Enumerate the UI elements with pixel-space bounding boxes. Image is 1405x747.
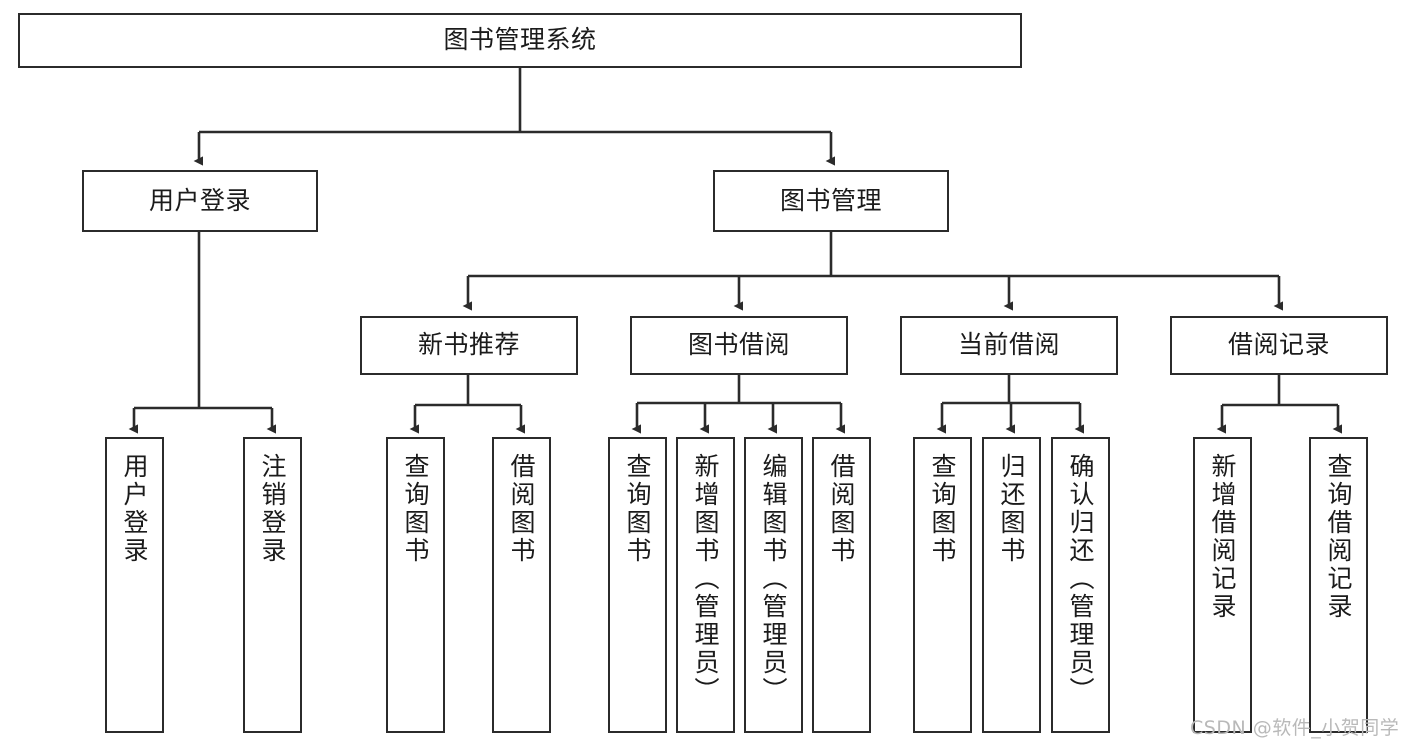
watermark-text: CSDN @软件_小贺同学 — [1190, 717, 1400, 739]
node-label: 归还图书 — [997, 453, 1026, 565]
node-leaf-query-book-borrow[interactable]: 查询图书 — [608, 437, 667, 733]
node-label: 借阅记录 — [1227, 330, 1330, 360]
node-label: 查询图书 — [401, 453, 430, 565]
node-leaf-borrow-book[interactable]: 借阅图书 — [812, 437, 871, 733]
node-label: 查询图书 — [928, 453, 957, 565]
node-leaf-add-borrow-record[interactable]: 新增借阅记录 — [1193, 437, 1252, 733]
node-book-management[interactable]: 图书管理 — [713, 170, 949, 232]
node-label: 图书管理 — [779, 185, 882, 215]
node-label: 借阅图书 — [507, 453, 536, 565]
node-label: 图书管理系统 — [443, 25, 597, 55]
node-label: 确认归还（管理员） — [1066, 453, 1095, 705]
node-current-borrow[interactable]: 当前借阅 — [900, 316, 1118, 375]
node-label: 查询借阅记录 — [1324, 453, 1353, 621]
node-leaf-add-book[interactable]: 新增图书（管理员） — [676, 437, 735, 733]
node-leaf-return-book[interactable]: 归还图书 — [982, 437, 1041, 733]
node-label: 新书推荐 — [417, 330, 520, 360]
node-leaf-logout-login[interactable]: 注销登录 — [243, 437, 302, 733]
node-leaf-query-book-recommend[interactable]: 查询图书 — [386, 437, 445, 733]
node-label: 当前借阅 — [957, 330, 1060, 360]
node-leaf-query-book-current[interactable]: 查询图书 — [913, 437, 972, 733]
node-label: 注销登录 — [258, 453, 287, 565]
node-label: 借阅图书 — [827, 453, 856, 565]
node-root-system[interactable]: 图书管理系统 — [18, 13, 1022, 68]
node-borrow-record[interactable]: 借阅记录 — [1170, 316, 1388, 375]
node-leaf-confirm-return[interactable]: 确认归还（管理员） — [1051, 437, 1110, 733]
node-label: 用户登录 — [120, 453, 149, 565]
node-leaf-edit-book[interactable]: 编辑图书（管理员） — [744, 437, 803, 733]
node-label: 新增图书（管理员） — [691, 453, 720, 705]
node-label: 新增借阅记录 — [1208, 453, 1237, 621]
node-book-borrow[interactable]: 图书借阅 — [630, 316, 848, 375]
node-label: 图书借阅 — [687, 330, 790, 360]
node-leaf-borrow-book-recommend[interactable]: 借阅图书 — [492, 437, 551, 733]
node-new-book-recommend[interactable]: 新书推荐 — [360, 316, 578, 375]
node-label: 查询图书 — [623, 453, 652, 565]
node-leaf-query-borrow-record[interactable]: 查询借阅记录 — [1309, 437, 1368, 733]
node-leaf-user-login[interactable]: 用户登录 — [105, 437, 164, 733]
node-user-login[interactable]: 用户登录 — [82, 170, 318, 232]
node-label: 编辑图书（管理员） — [759, 453, 788, 705]
node-label: 用户登录 — [148, 185, 251, 215]
